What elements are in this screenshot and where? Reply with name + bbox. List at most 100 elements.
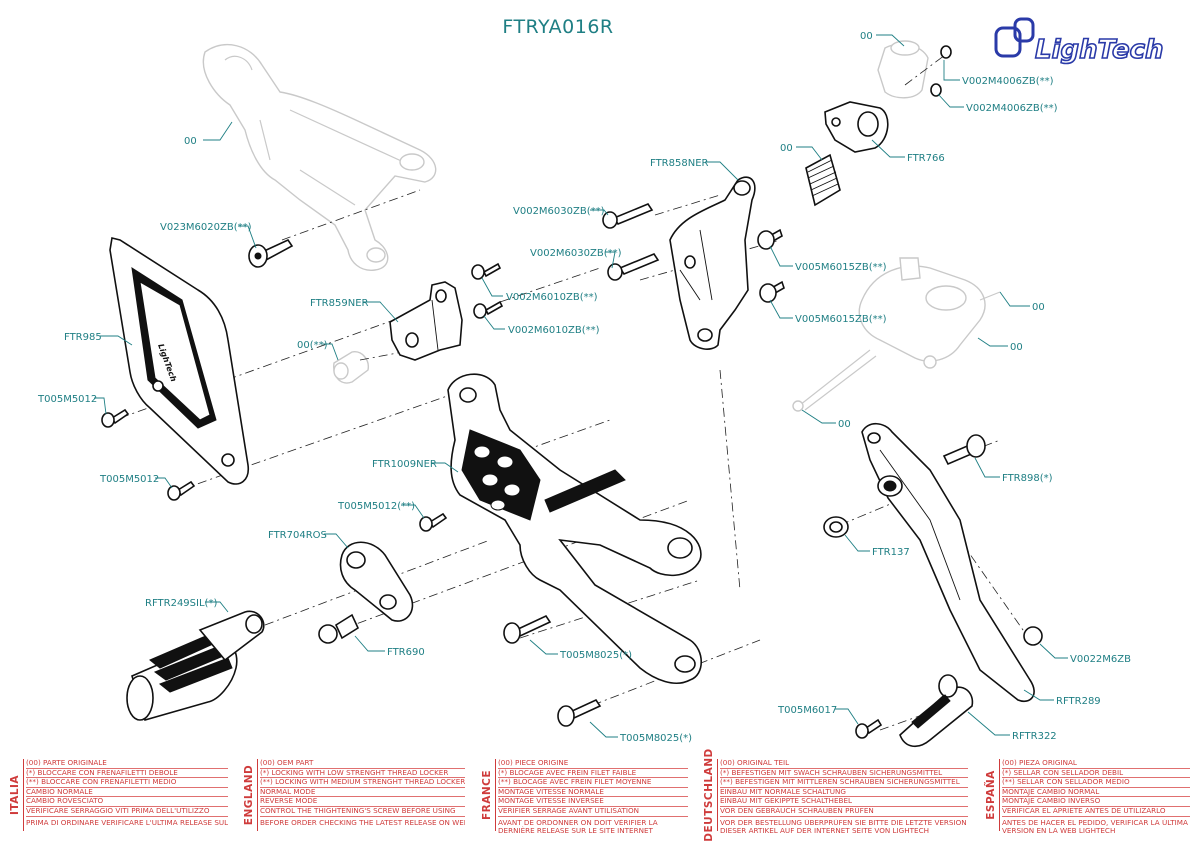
label-oem-mc-a: 00 (1032, 302, 1045, 313)
legend-line: MONTAGE VITESSE NORMALE (498, 788, 688, 798)
bracket-ftr858ner (669, 176, 756, 350)
drawing-title: FTRYA016R (502, 16, 613, 38)
legend-line: EINBAU MIT NORMALE SCHALTUNG (720, 788, 968, 798)
legend-line: VERIFIER SERRAGE AVANT UTILISATION (498, 807, 688, 817)
label-t005m5012-c: T005M5012(**) (337, 501, 415, 512)
bolt-t005m5012-a (101, 408, 130, 428)
legend-country: ESPAÑA (984, 770, 997, 820)
label-v023m6020: V023M6020ZB(**) (160, 222, 252, 233)
oem-spacer-ghost (333, 351, 369, 384)
legend-line: VOR DER BESTELLUNG ÜBERPRÜFEN SIE BITTE … (720, 818, 967, 835)
label-ftr704ros: FTR704ROS (268, 530, 327, 541)
legend-line: (*) BLOCAGE AVEC FREIN FILET FAIBLE (498, 769, 688, 779)
bolt-v002m4006-a (940, 45, 952, 59)
bolt-v023m6020 (248, 238, 294, 268)
legend-country: DEUTSCHLAND (702, 748, 715, 842)
legend-line: PRIMA DI ORDINARE VERIFICARE L'ULTIMA RE… (26, 818, 228, 827)
bracket-ftr859ner (389, 281, 463, 361)
legend-country: ENGLAND (242, 764, 255, 826)
label-v002m4006-b: V002M4006ZB(**) (966, 103, 1058, 114)
label-ftr766: FTR766 (907, 153, 945, 164)
legend-line: (**) LOCKING WITH MEDIUM STRENGHT THREAD… (260, 778, 465, 788)
legend-line: (*) LOCKING WITH LOW STRENGHT THREAD LOC… (260, 769, 465, 779)
legend-line: NORMAL MODE (260, 788, 465, 798)
bolt-t005m8025-a (503, 614, 552, 644)
legend-line: MONTAJE CAMBIO INVERSO (1002, 797, 1190, 807)
legend-line: VOR DEN GEBRAUCH SCHRAUBEN PRÜFEN (720, 807, 968, 817)
label-t005m8025-a: T005M8025(*) (559, 650, 632, 661)
label-rftr289: RFTR289 (1056, 696, 1101, 707)
label-oem-reservoir: 00 (860, 31, 873, 42)
legend-country: ITALIA (8, 774, 21, 816)
legend-line: AVANT DE ORDONNER ON DOIT VÉRIFIER LA DE… (498, 818, 658, 835)
legend-line: REVERSE MODE (260, 797, 465, 807)
bolt-v005m6015-a (757, 228, 783, 250)
label-ftr858ner: FTR858NER (650, 158, 709, 169)
label-rftr249sil: RFTR249SIL(*) (145, 598, 217, 609)
clamp-ftr766 (824, 101, 889, 153)
label-oem-mc-b: 00 (1010, 342, 1023, 353)
label-ftr690: FTR690 (387, 647, 425, 658)
lightech-logo: LighTech (994, 17, 1164, 66)
label-v005m6015-a: V005M6015ZB(**) (795, 262, 887, 273)
legend-line: (00) PARTE ORIGINALE (26, 759, 228, 769)
label-v002m6010-a: V002M6010ZB(**) (506, 292, 598, 303)
nut-ftr690 (318, 613, 360, 644)
bolt-t005m8025-b (557, 698, 602, 727)
bolt-v002m6030-b (607, 253, 660, 281)
legend-line: (*) BLOCCARE CON FRENAFILETTI DEBOLE (26, 769, 228, 779)
bolt-v002m6010-b (473, 300, 504, 319)
legend-country: FRANCE (480, 769, 493, 821)
footpeg-rftr249sil (126, 610, 265, 721)
label-v002m4006-a: V002M4006ZB(**) (962, 76, 1054, 87)
legend-line: (*) BEFESTIGEN MIT SWACH SCHRAUBEN SICHE… (720, 769, 968, 779)
label-ftr985: FTR985 (64, 332, 102, 343)
label-t005m5012-b: T005M5012 (99, 474, 159, 485)
oem-frame-bracket-ghost (202, 44, 437, 271)
toe-peg-rftr322 (899, 674, 974, 748)
label-ftr859ner: FTR859NER (310, 298, 369, 309)
bolt-t005m6017 (855, 718, 883, 739)
label-v002m6030-b: V002M6030ZB(**) (530, 248, 622, 259)
legend-espana: ESPAÑA (00) PIEZA ORIGINAL (*) SELLAR CO… (982, 759, 1190, 834)
legend-line: (00) OEM PART (260, 759, 465, 769)
label-oem-spacer: 00(**) (297, 340, 328, 351)
legend-line: (00) PIECE ORIGINE (498, 759, 688, 769)
label-v002m6030-a: V002M6030ZB(**) (513, 206, 605, 217)
legend-line: (**) SELLAR CON SELLADOR MEDIO (1002, 778, 1190, 788)
legend-italia: ITALIA (00) PARTE ORIGINALE (*) BLOCCARE… (6, 759, 228, 831)
legend-line: BEFORE ORDER CHECKING THE LATEST RELEASE… (260, 818, 465, 827)
bolt-v005m6015-b (759, 280, 785, 303)
label-v005m6015-b: V005M6015ZB(**) (795, 314, 887, 325)
legend-line: CAMBIO ROVESCIATO (26, 797, 228, 807)
bolt-v002m6030-a (602, 203, 654, 229)
bolt-t005m5012-c (419, 512, 448, 532)
brand-name: LighTech (1035, 35, 1164, 65)
rearset-plate-ftr1009ner: LighTech (447, 373, 703, 684)
leader-lines (94, 34, 1068, 738)
nut-v0022m6zb (1023, 626, 1043, 646)
shift-lever-rftr289 (861, 422, 1035, 702)
legend-line: EINBAU MIT GEKIPPTE SCHALTHEBEL (720, 797, 968, 807)
bolt-v002m6010-a (471, 262, 502, 280)
pin-ftr898 (942, 434, 986, 466)
label-ftr1009ner: FTR1009NER (372, 459, 437, 470)
legend-line: CAMBIO NORMALE (26, 788, 228, 798)
bolt-t005m5012-b (167, 480, 196, 501)
label-oem-spring: 00 (780, 143, 793, 154)
legend-england: ENGLAND (00) OEM PART (*) LOCKING WITH L… (240, 759, 465, 831)
label-rftr322: RFTR322 (1012, 731, 1057, 742)
legend-france: FRANCE (00) PIECE ORIGINE (*) BLOCAGE AV… (478, 759, 688, 834)
legend-line: MONTAJE CAMBIO NORMAL (1002, 788, 1190, 798)
legend-deutschland: DEUTSCHLAND (00) ORIGINAL TEIL (*) BEFES… (700, 748, 968, 842)
heel-guard-ftr985: LighTech (109, 237, 250, 485)
legend-line: VERIFICAR EL APRIETE ANTES DE UTILIZARLO (1002, 807, 1190, 817)
label-v002m6010-b: V002M6010ZB(**) (508, 325, 600, 336)
legend-line: (**) BEFESTIGEN MIT MITTLEREN SCHRAUBEN … (720, 778, 968, 788)
legend-line: (00) ORIGINAL TEIL (720, 759, 968, 769)
spring-oem (805, 153, 841, 207)
legend-line: (**) BLOCAGE AVEC FREIN FILET MOYENNE (498, 778, 688, 788)
part-labels: 00 00 V002M4006ZB(**) V002M4006ZB(**) FT… (37, 31, 1131, 744)
label-v0022m6zb: V0022M6ZB (1070, 654, 1131, 665)
